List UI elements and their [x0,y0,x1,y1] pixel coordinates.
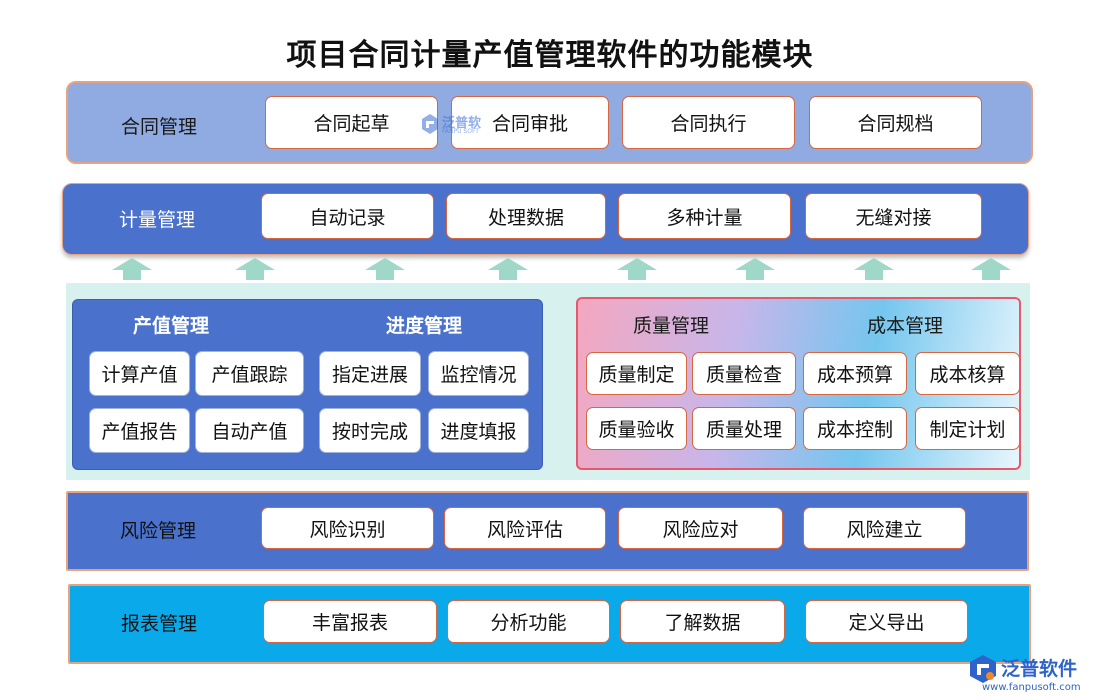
up-arrow-stem [865,270,883,280]
diagram-title: 项目合同计量产值管理软件的功能模块 [286,38,814,73]
report-item-understand: 了解数据 [620,600,785,643]
up-arrow-stem [982,270,1000,280]
output-item-report: 产值报告 [89,408,190,453]
progress-item-assign: 指定进展 [319,351,421,396]
up-arrow-icon [488,258,528,270]
quality-item-inspect: 质量检查 [692,352,796,395]
up-arrow-icon [735,258,775,270]
output-item-auto: 自动产值 [195,408,304,453]
small-brand-icon [422,114,438,134]
up-arrow-stem [746,270,764,280]
progress-title: 进度管理 [386,315,463,337]
cost-item-control: 成本控制 [803,407,907,450]
contract-item-draft: 合同起草 [265,96,438,149]
cost-item-plan: 制定计划 [915,407,1020,450]
up-arrow-stem [628,270,646,280]
risk-label: 风险管理 [120,520,197,542]
up-arrow-icon [365,258,405,270]
output-title: 产值管理 [133,315,210,337]
measure-label: 计量管理 [119,209,196,231]
small-brand-name: 泛普软 [442,116,482,131]
measure-item-multi: 多种计量 [618,193,791,239]
up-arrow-stem [499,270,517,280]
quality-item-handle: 质量处理 [692,407,796,450]
cost-item-account: 成本核算 [915,352,1020,395]
output-item-track: 产值跟踪 [195,351,304,396]
up-arrow-icon [617,258,657,270]
small-brand-logo: 泛普软 FANPU SOFT [420,110,490,138]
quality-item-define: 质量制定 [586,352,687,395]
brand-logo-icon [970,655,996,683]
cost-title: 成本管理 [867,315,944,337]
output-item-calc: 计算产值 [89,351,190,396]
report-item-analysis: 分析功能 [447,600,610,643]
cost-item-budget: 成本预算 [803,352,907,395]
progress-item-ontime: 按时完成 [319,408,421,453]
risk-item-respond: 风险应对 [618,507,783,549]
contract-item-approve: 合同审批 [451,96,609,149]
report-label: 报表管理 [121,613,198,635]
report-item-rich: 丰富报表 [263,600,437,643]
measure-item-integrate: 无缝对接 [805,193,982,239]
quality-title: 质量管理 [633,315,710,337]
contract-item-archive: 合同规档 [809,96,982,149]
up-arrow-stem [246,270,264,280]
measure-item-record: 自动记录 [261,193,434,239]
report-item-export: 定义导出 [805,600,968,643]
brand-url: www.fanpusoft.com [982,682,1081,693]
risk-item-establish: 风险建立 [803,507,966,549]
measure-item-process: 处理数据 [446,193,606,239]
brand-name: 泛普软件 [1001,658,1078,680]
up-arrow-stem [376,270,394,280]
up-arrow-stem [123,270,141,280]
contract-item-execute: 合同执行 [622,96,795,149]
progress-item-fill: 进度填报 [428,408,529,453]
progress-item-monitor: 监控情况 [428,351,529,396]
up-arrow-icon [971,258,1011,270]
up-arrow-icon [112,258,152,270]
risk-item-assess: 风险评估 [444,507,606,549]
brand-logo: 泛普软件 www.fanpusoft.com [968,652,1096,698]
quality-item-accept: 质量验收 [586,407,687,450]
small-brand-sub: FANPU SOFT [442,128,479,135]
up-arrow-icon [235,258,275,270]
contract-label: 合同管理 [121,116,198,138]
risk-item-identify: 风险识别 [261,507,434,549]
up-arrow-icon [854,258,894,270]
